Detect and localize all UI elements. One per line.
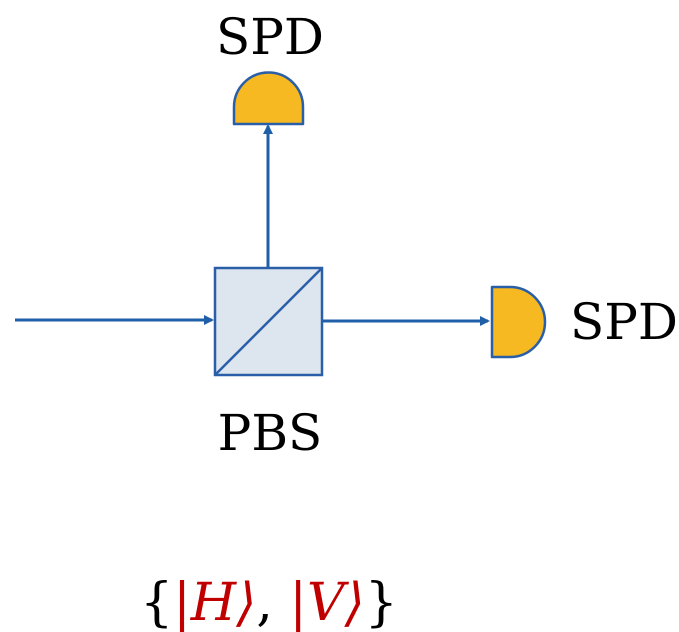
detector-right-icon — [490, 285, 547, 359]
pbs-cube — [213, 266, 324, 377]
basis-open-brace: { — [140, 573, 173, 632]
basis-state-h: |H⟩ — [173, 573, 256, 632]
basis-close-brace: } — [365, 573, 398, 632]
basis-state-v: |V⟩ — [289, 573, 364, 632]
polarization-basis: {|H⟩, |V⟩} — [140, 573, 398, 632]
pbs-diagonal — [214, 267, 323, 376]
detector-top-label: SPD — [216, 8, 324, 66]
basis-separator: , — [256, 573, 289, 632]
splitter-label: PBS — [218, 404, 323, 462]
detector-right-label: SPD — [570, 293, 678, 351]
detector-top-icon — [232, 71, 305, 126]
